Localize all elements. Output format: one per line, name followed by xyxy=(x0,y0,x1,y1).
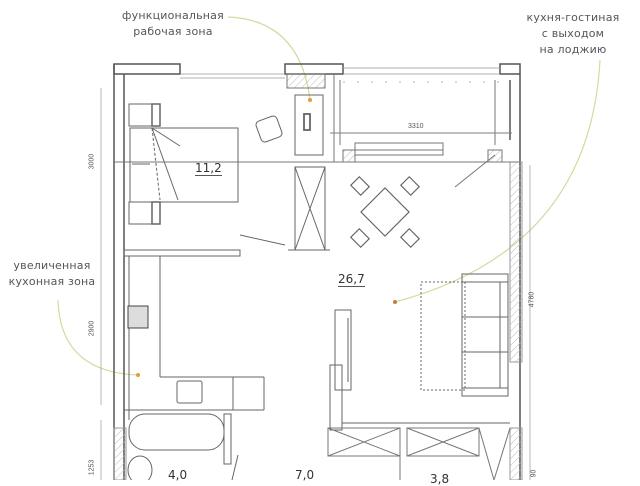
living-area-label: 26,7 xyxy=(338,272,365,287)
living-furniture xyxy=(329,273,510,431)
callout-dot-workspace xyxy=(308,98,312,102)
callout-kz-line1: увеличенная xyxy=(13,259,91,272)
walls xyxy=(113,63,521,480)
callout-line-kitchen xyxy=(57,299,139,376)
dim-left-bedroom: 3000 xyxy=(88,153,96,170)
callout-kl-line3: на лоджию xyxy=(539,43,607,56)
callout-kitchen-zone: увеличенная кухонная зона xyxy=(0,258,104,290)
callout-dot-living xyxy=(393,300,397,304)
storage-area-label: 3,8 xyxy=(430,472,450,486)
callout-kz-line2: кухонная зона xyxy=(8,275,96,288)
bathroom-area-label: 4,0 xyxy=(168,468,188,482)
callout-dot-kitchen xyxy=(136,373,140,377)
bedroom-area-label: 11,2 xyxy=(195,161,222,176)
callout-workspace-line2: рабочая зона xyxy=(133,25,213,38)
dining-table xyxy=(349,175,421,249)
callout-kl-line1: кухня-гостиная xyxy=(526,11,620,24)
dim-top-width: 3310 xyxy=(408,123,424,130)
dim-left-kitchen: 2900 xyxy=(88,320,96,337)
bedroom-furniture xyxy=(123,94,330,257)
wardrobes xyxy=(327,427,511,480)
dim-right-living: 4780 xyxy=(528,291,536,308)
callout-line-living xyxy=(394,59,601,303)
dimension-lines xyxy=(100,88,531,480)
dim-left-bath: 1253 xyxy=(88,459,96,476)
windows xyxy=(180,67,500,83)
bathroom-fixtures xyxy=(127,413,239,480)
callout-kl-line2: с выходом xyxy=(541,27,605,40)
column-hatch xyxy=(286,73,326,89)
callout-kitchen-living: кухня-гостиная с выходом на лоджию xyxy=(508,10,638,58)
hallway-area-label: 7,0 xyxy=(295,468,315,482)
kitchen-furniture xyxy=(124,256,265,420)
dim-right-bottom: 90 xyxy=(530,469,538,478)
callout-workspace: функциональная рабочая зона xyxy=(108,8,238,40)
callout-workspace-line1: функциональная xyxy=(122,9,224,22)
